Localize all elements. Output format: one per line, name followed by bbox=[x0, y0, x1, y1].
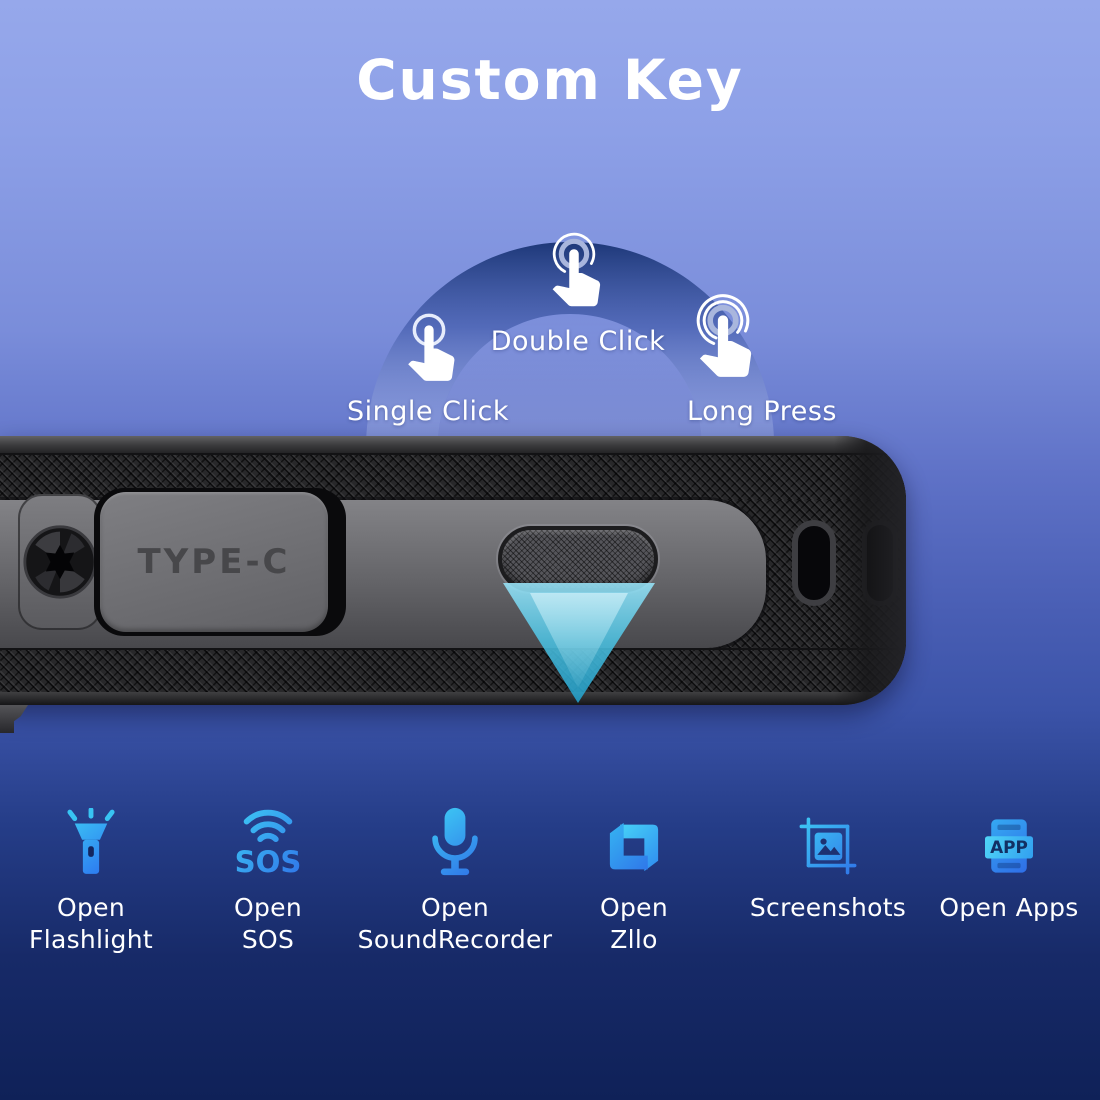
screenshot-icon bbox=[799, 817, 857, 875]
action-label: Open bbox=[234, 893, 302, 922]
action-screenshots: Screenshots bbox=[728, 806, 928, 924]
custom-key-button bbox=[498, 526, 658, 592]
action-label-line2: SoundRecorder bbox=[357, 925, 553, 954]
gesture-arc bbox=[366, 242, 774, 437]
page-title: Custom Key bbox=[356, 48, 744, 112]
action-label: Screenshots bbox=[749, 893, 907, 922]
gesture-label-double-click: Double Click bbox=[490, 326, 666, 357]
typec-label: TYPE-C bbox=[137, 542, 291, 582]
apps-icon: APP bbox=[985, 819, 1033, 873]
pointer-arrow-icon bbox=[503, 583, 655, 703]
lanyard-slot bbox=[792, 520, 836, 606]
action-label: Open bbox=[600, 893, 668, 922]
action-open-soundrecorder: Open SoundRecorder bbox=[355, 806, 555, 956]
action-open-zllo: Open Zllo bbox=[544, 806, 724, 956]
phone-end-cap bbox=[834, 436, 906, 705]
action-open-apps: APP Open Apps bbox=[918, 806, 1100, 924]
action-label-line2: SOS bbox=[241, 925, 295, 954]
microphone-icon bbox=[432, 807, 478, 876]
action-open-flashlight: Open Flashlight bbox=[0, 806, 182, 956]
phone-bottom-edge bbox=[0, 692, 906, 705]
apps-icon-text: APP bbox=[990, 837, 1028, 857]
action-label: Open bbox=[421, 893, 489, 922]
screw-plate bbox=[18, 494, 102, 630]
flashlight-icon bbox=[67, 808, 115, 874]
gesture-label-single-click: Single Click bbox=[347, 396, 509, 427]
phone-top-edge bbox=[0, 436, 906, 453]
phone-bottom-tab bbox=[0, 705, 28, 733]
action-label-line2: Flashlight bbox=[29, 925, 153, 954]
action-open-sos: SOS Open SOS bbox=[177, 806, 359, 956]
screw-icon bbox=[23, 525, 97, 599]
typec-port-cover: TYPE-C bbox=[100, 492, 328, 632]
phone-side-image: TYPE-C bbox=[0, 436, 906, 705]
action-label: Open Apps bbox=[939, 893, 1079, 922]
sos-icon-text: SOS bbox=[235, 845, 302, 878]
zllo-icon bbox=[609, 822, 659, 872]
action-label: Open bbox=[57, 893, 125, 922]
action-label-line2: Zllo bbox=[610, 925, 658, 954]
phone-knurled-band-bottom bbox=[0, 648, 906, 696]
single-click-icon bbox=[408, 313, 455, 381]
sos-icon: SOS bbox=[235, 809, 302, 878]
double-click-icon bbox=[552, 232, 601, 307]
long-press-icon bbox=[696, 294, 752, 377]
gesture-label-long-press: Long Press bbox=[687, 396, 837, 427]
